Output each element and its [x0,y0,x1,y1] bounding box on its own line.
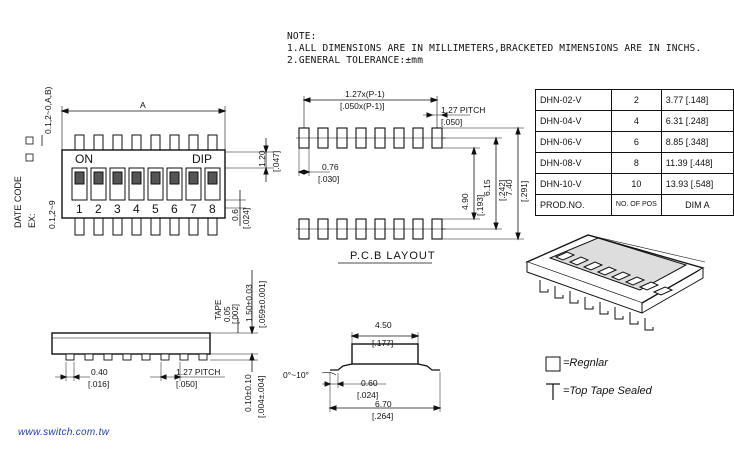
prod-cell: DHN-10-V [535,173,612,195]
pcb-dim-193: [.193] [475,194,485,216]
end-dim-264: [.264] [372,411,394,421]
header-dim: DIM A [660,194,734,216]
pcb-pitch: 1.27 PITCH [441,105,486,115]
pin-number: 7 [190,202,197,216]
pcb-dim-076: 0.76 [322,162,339,172]
dim-047: [.047] [271,150,281,172]
pcb-dim-740: 7.40 [504,179,514,196]
prod-cell: DHN-02-V [535,89,612,111]
note-line-2: 2.GENERAL TOLERANCE:±mm [287,55,424,66]
side-dim-002: [.002] [231,303,240,324]
pcb-dim-615: 6.15 [482,179,492,196]
pin-number: 1 [76,202,83,216]
product-table: DHN-02-V 2 3.77 [.148] DHN-04-V 4 6.31 [… [535,89,734,216]
side-dim-150: 1.50±0.03 [244,284,254,322]
end-dim-450: 4.50 [375,320,392,330]
table-header-row: PROD.NO. NO. OF POS DIM A [535,194,734,216]
table-row: DHN-10-V 10 13.93 [.548] [535,173,734,195]
end-dim-177: [.177] [372,338,394,348]
isometric-view [525,234,706,331]
pos-cell: 2 [610,89,662,111]
dim-cell: 3.77 [.148] [660,89,734,111]
pin-number: 6 [171,202,178,216]
side-pitch-in: [.050] [176,379,198,389]
pcb-dim-030: [.030] [318,174,340,184]
pcb-pitch-in: [.050] [441,117,463,127]
side-dim-004: [.004±.004] [256,375,266,418]
end-dim-060: 0.60 [361,378,378,388]
tape-label: TAPE [214,299,223,320]
pin-number: 4 [133,202,140,216]
prod-cell: DHN-04-V [535,110,612,132]
note-line-1: 1.ALL DIMENSIONS ARE IN MILLIMETERS,BRAC… [287,43,702,54]
legend-drawing [545,356,561,400]
pos-cell: 8 [610,152,662,174]
pin-number: 2 [95,202,102,216]
table-row: DHN-06-V 6 8.85 [.348] [535,131,734,153]
dim-cell: 13.93 [.548] [660,173,734,195]
end-dim-024: [.024] [357,390,379,400]
note-heading: NOTE: [287,31,317,42]
side-dim-059: [.059±0.001] [257,280,267,328]
pin-number: 5 [152,202,159,216]
side-dim-016: [.016] [88,379,110,389]
dim-cell: 8.85 [.348] [660,131,734,153]
dim-cell: 11.39 [.448] [660,152,734,174]
legend-regular: =Regnlar [563,357,608,369]
dim-06: 0.6 [230,209,240,221]
top-view-drawing [25,106,274,236]
table-row: DHN-04-V 4 6.31 [.248] [535,110,734,132]
prod-cell: DHN-08-V [535,152,612,174]
top-range-label: 0.1,2~0,A,B) [43,86,53,135]
dim-a-label: A [140,100,146,110]
header-pos: NO. OF POS [610,194,662,216]
prod-cell: DHN-06-V [535,131,612,153]
pcb-layout-drawing [296,96,524,264]
dip-label: DIP [192,152,213,166]
table-row: DHN-02-V 2 3.77 [.148] [535,89,734,111]
pcb-pitch-formula-in: [.050x(P-1)] [340,101,385,111]
pcb-layout-title: P.C.B LAYOUT [350,250,436,262]
side-dim-010: 0.10±0.10 [243,374,253,412]
pos-cell: 6 [610,131,662,153]
end-angle: 0°~10° [283,370,309,380]
header-prod: PROD.NO. [535,194,612,216]
table-row: DHN-08-V 8 11.39 [.448] [535,152,734,174]
pos-cell: 10 [610,173,662,195]
side-dim-040: 0.40 [91,367,108,377]
pcb-dim-490: 4.90 [460,193,470,210]
end-view-drawing [321,332,442,412]
footer-url[interactable]: www.switch.com.tw [18,427,110,438]
side-pitch: 1.27 PITCH [176,367,221,377]
date-code-label: DATE CODE [13,176,23,228]
side-view-drawing [51,270,258,381]
end-dim-670: 6.70 [375,399,392,409]
pin-number: 3 [114,202,121,216]
side-range-label: 0.1,2~9 [47,200,57,229]
dim-024: [.024] [241,207,251,229]
date-code-ex: EX: [27,213,37,228]
pcb-dim-291: [.291] [519,180,529,202]
dim-cell: 6.31 [.248] [660,110,734,132]
dim-120: 1.20 [257,150,267,167]
legend-tape: =Top Tape Sealed [563,385,652,397]
on-label: ON [75,152,93,166]
pcb-pitch-formula: 1.27x(P-1) [345,89,385,99]
pos-cell: 4 [610,110,662,132]
pin-number: 8 [209,202,216,216]
